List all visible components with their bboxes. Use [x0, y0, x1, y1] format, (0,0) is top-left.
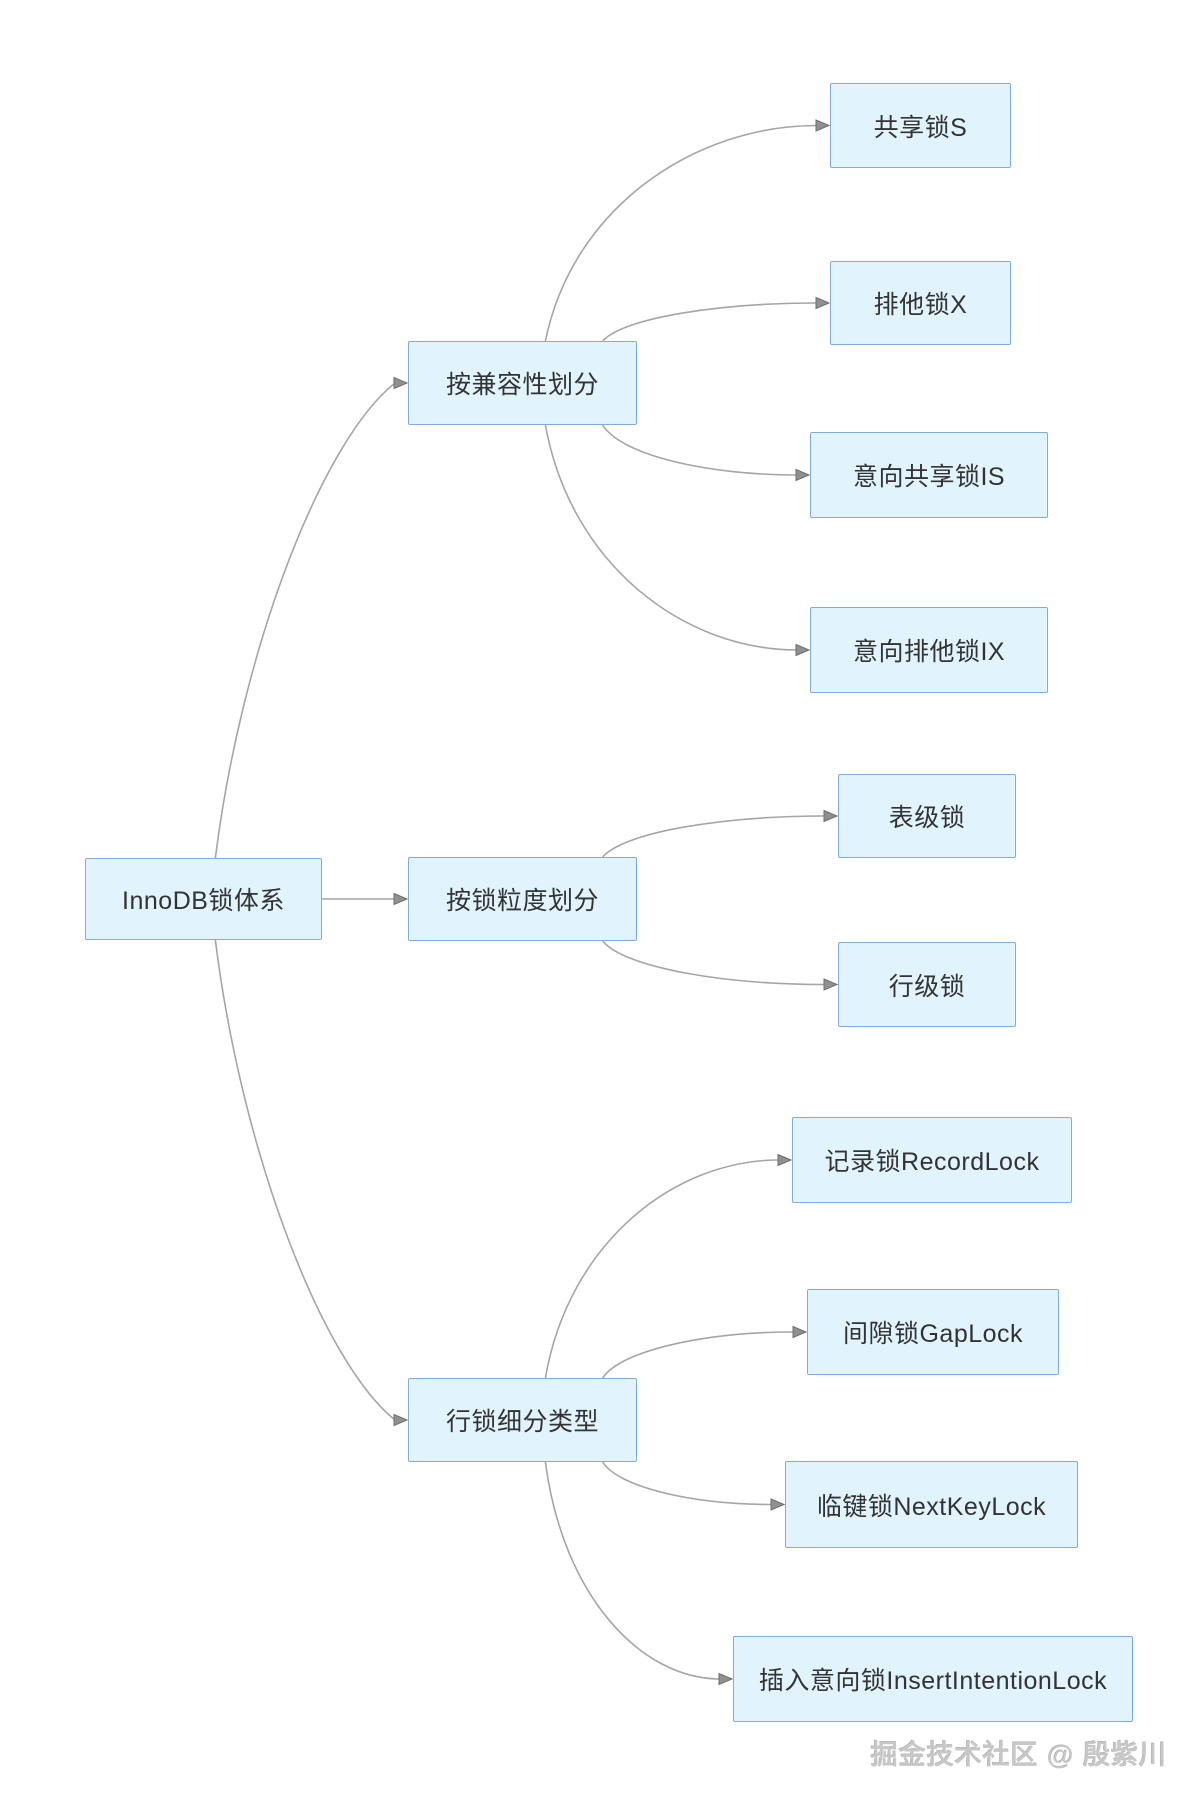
node-label: 意向共享锁IS — [852, 463, 1006, 491]
edge-line — [214, 382, 396, 859]
edge-line — [544, 1159, 780, 1379]
arrowhead-icon — [815, 119, 831, 132]
edge-line — [602, 302, 818, 342]
arrowhead-icon — [823, 809, 839, 823]
node-insert-intention-lock[interactable]: 插入意向锁InsertIntentionLock — [733, 1636, 1133, 1722]
node-row-level-lock[interactable]: 行级锁 — [838, 942, 1016, 1027]
arrowhead-icon — [777, 1153, 793, 1167]
watermark: 掘金技术社区 @ 殷紫川 — [870, 1740, 1167, 1770]
node-table-level-lock[interactable]: 表级锁 — [838, 774, 1016, 858]
node-innodb-lock-system[interactable]: InnoDB锁体系 — [85, 858, 322, 940]
node-by-granularity[interactable]: 按锁粒度划分 — [408, 857, 637, 941]
edge-line — [544, 124, 818, 342]
node-record-lock[interactable]: 记录锁RecordLock — [792, 1117, 1072, 1203]
edge-line — [214, 939, 396, 1421]
edge-line — [544, 424, 798, 651]
arrowhead-icon — [770, 1498, 786, 1511]
node-label: 临键锁NextKeyLock — [816, 1492, 1047, 1521]
arrowhead-icon — [795, 468, 811, 482]
node-row-lock-subtypes[interactable]: 行锁细分类型 — [408, 1378, 637, 1462]
arrowhead-icon — [823, 978, 839, 991]
arrowhead-icon — [718, 1672, 734, 1686]
node-label: 按兼容性划分 — [445, 371, 599, 399]
node-label: 行级锁 — [888, 972, 966, 1001]
node-exclusive-lock-x[interactable]: 排他锁X — [830, 261, 1011, 345]
node-by-compatibility[interactable]: 按兼容性划分 — [408, 341, 637, 425]
node-label: 插入意向锁InsertIntentionLock — [758, 1667, 1108, 1695]
arrowhead-icon — [792, 1325, 808, 1339]
node-next-key-lock[interactable]: 临键锁NextKeyLock — [785, 1461, 1078, 1548]
edge-line — [602, 815, 826, 858]
edge-line — [601, 1331, 795, 1379]
edge-line — [601, 1461, 773, 1506]
arrowhead-icon — [393, 376, 409, 390]
node-label: 记录锁RecordLock — [824, 1148, 1040, 1176]
arrowhead-icon — [795, 643, 811, 657]
node-label: 意向排他锁IX — [852, 638, 1006, 666]
edge-line — [544, 1461, 721, 1680]
node-shared-lock-s[interactable]: 共享锁S — [830, 83, 1011, 168]
node-label: 排他锁X — [873, 291, 968, 319]
node-label: 共享锁S — [873, 113, 968, 142]
node-label: 按锁粒度划分 — [445, 887, 599, 915]
node-label: 表级锁 — [888, 804, 966, 832]
arrowhead-icon — [393, 1413, 409, 1427]
arrowhead-icon — [815, 296, 831, 310]
node-gap-lock[interactable]: 间隙锁GapLock — [807, 1289, 1059, 1375]
edge-line — [601, 424, 798, 476]
arrowhead-icon — [393, 892, 409, 906]
node-label: InnoDB锁体系 — [122, 887, 285, 915]
node-intention-shared-is[interactable]: 意向共享锁IS — [810, 432, 1048, 518]
edge-line — [602, 940, 826, 986]
node-label: 间隙锁GapLock — [842, 1320, 1024, 1348]
node-intention-exclusive-ix[interactable]: 意向排他锁IX — [810, 607, 1048, 693]
node-label: 行锁细分类型 — [445, 1408, 599, 1436]
